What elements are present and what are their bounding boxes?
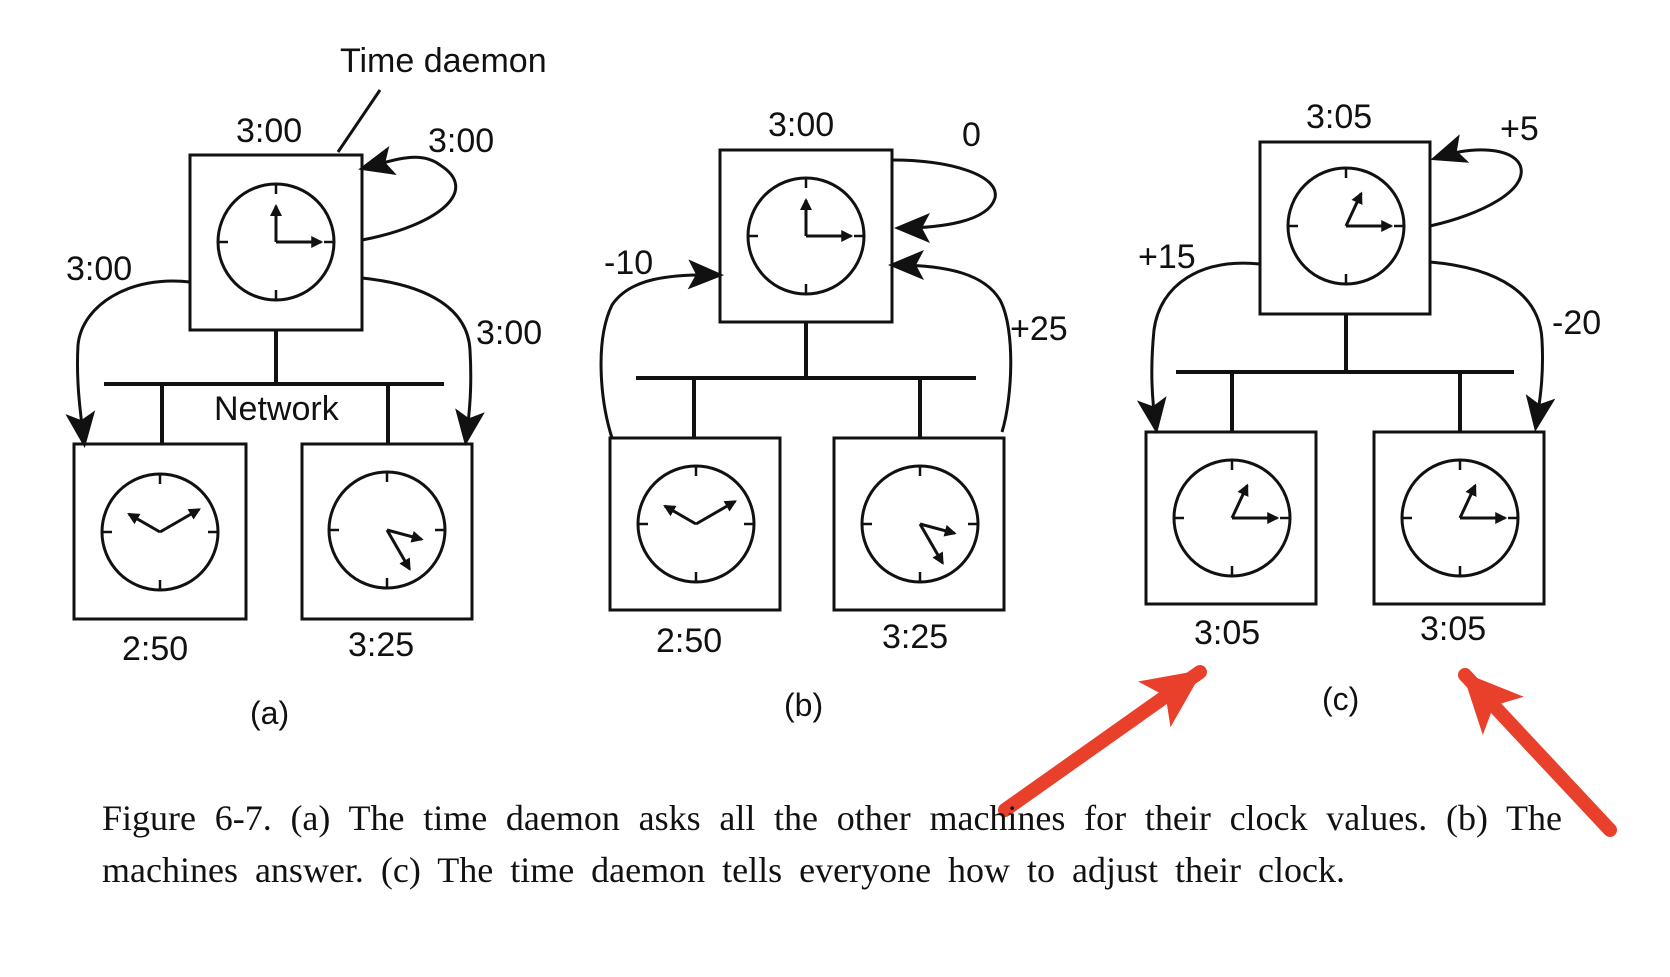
right-machine-clock-icon [327, 470, 447, 590]
left-machine [72, 442, 248, 621]
figure-caption: Figure 6-7. (a) The time daemon asks all… [102, 798, 1562, 890]
right-machine-time: 3:25 [348, 626, 414, 664]
clock-minute-hand [695, 500, 737, 526]
clock-minute-hand [918, 523, 944, 565]
left-machine-time: 3:05 [1194, 614, 1260, 652]
left-machine-clock-icon [1172, 458, 1292, 578]
right-arrow-label: +25 [1010, 310, 1068, 348]
left-arrow [65, 279, 191, 448]
panel-label: (c) [1322, 681, 1359, 717]
right-arrow [888, 250, 1013, 433]
daemon-clock-icon [216, 182, 336, 302]
self-loop-arrow [1429, 134, 1523, 228]
daemon-clock-icon [1286, 166, 1406, 286]
self-arrow-label: +5 [1500, 110, 1539, 148]
right-machine [832, 436, 1006, 612]
clock-hour-hand [1230, 483, 1249, 519]
daemon-clock-icon [746, 176, 866, 296]
self-arrow-label: 0 [962, 116, 981, 154]
left-machine [1144, 430, 1318, 606]
panel-a: Time daemon 3:00 3:00 Network 3:00 3:00 … [65, 42, 547, 731]
panel-b: 3:00 0 -10 +25 2:50 3:25 (b) [599, 106, 1068, 723]
highlight-arrow-right [1458, 668, 1617, 837]
clock-hour-hand [127, 512, 161, 534]
right-machine-clock-icon [1400, 458, 1520, 578]
daemon-time-label: 3:00 [236, 112, 302, 150]
left-machine-clock-icon [636, 464, 756, 584]
clock-hour-hand [386, 528, 424, 543]
clock-hour-hand [1458, 483, 1477, 519]
right-machine-clock-icon [860, 464, 980, 584]
daemon-time-label: 3:00 [768, 106, 834, 144]
clock-minute-hand [385, 529, 411, 571]
self-arrow-label: 3:00 [428, 122, 494, 160]
network-label: Network [214, 390, 340, 428]
right-machine [1372, 430, 1546, 606]
self-loop-arrow [891, 158, 997, 243]
time-daemon-label: Time daemon [340, 42, 547, 80]
clock-hour-hand [663, 504, 697, 526]
right-machine-time: 3:25 [882, 618, 948, 656]
right-arrow [361, 276, 485, 446]
left-arrow-label: 3:00 [66, 250, 132, 288]
right-arrow-label: 3:00 [476, 314, 542, 352]
left-arrow-label: -10 [604, 244, 653, 282]
clock-hour-hand [1344, 191, 1363, 227]
left-arrow-label: +15 [1138, 238, 1196, 276]
highlight-arrow-left [998, 665, 1207, 817]
panel-c: 3:05 +5 +15 -20 3:05 3:05 (c) [1136, 98, 1601, 717]
right-machine [300, 442, 474, 621]
clock-hour-hand [919, 522, 957, 537]
daemon-time-label: 3:05 [1306, 98, 1372, 136]
left-machine [608, 436, 782, 612]
left-machine-time: 2:50 [122, 630, 188, 668]
right-machine-time: 3:05 [1420, 610, 1486, 648]
panel-label: (b) [784, 687, 823, 723]
panel-label: (a) [250, 695, 289, 731]
clock-minute-hand [159, 508, 201, 534]
right-arrow-label: -20 [1552, 304, 1601, 342]
self-loop-arrow [358, 145, 458, 242]
left-machine-clock-icon [100, 472, 220, 592]
left-arrow [599, 259, 724, 439]
right-arrow [1429, 260, 1556, 432]
left-machine-time: 2:50 [656, 622, 722, 660]
left-arrow [1136, 261, 1261, 434]
time-daemon-pointer [336, 89, 382, 153]
